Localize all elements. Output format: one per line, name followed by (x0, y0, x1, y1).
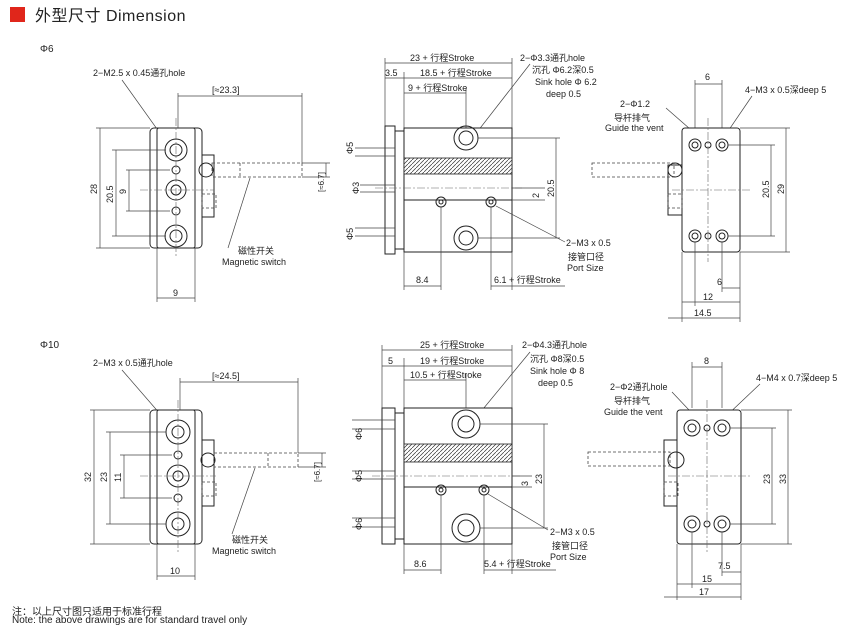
d10-side-h23: 23 (534, 474, 544, 484)
d6-side-port-en: Port Size (567, 263, 604, 273)
d6-front-length: [≈23.3] (212, 85, 239, 95)
d6-side-hole1: 2−Φ3.3通孔hole (520, 53, 585, 63)
d6-rear-view: 6 2−Φ1.2 导杆排气 Guide the vent 4−M3 x 0.5深… (591, 72, 826, 322)
d10-front-r6-7: [≈6.7] (313, 462, 322, 482)
d6-side-p5b: Φ5 (345, 228, 355, 240)
section-header: 外型尺寸 Dimension (10, 3, 186, 25)
d6-side-b8-4: 8.4 (416, 275, 429, 285)
d10-mag-en: Magnetic switch (212, 546, 276, 556)
d10-side-view: 25 + 行程Stroke 5 19 + 行程Stroke 10.5 + 行程S… (352, 339, 595, 574)
d6-front-view: Φ6 2−M2.5 x 0.45通孔hole [≈23.3] 28 20.5 (40, 44, 330, 302)
d6-side-mid: 18.5 + 行程Stroke (420, 67, 492, 78)
d6-side-total: 23 + 行程Stroke (410, 52, 474, 63)
d10-rear-vent-cn: 导杆排气 (614, 395, 650, 406)
d10-rear-tap: 4−M4 x 0.7深deep 5 (756, 373, 837, 383)
d6-side-a3-5: 3.5 (385, 68, 398, 78)
d10-hole-label: 2−M3 x 0.5通孔hole (93, 358, 173, 368)
d6-side-h2: 2 (531, 193, 541, 198)
d6-side-p3: Φ3 (351, 182, 361, 194)
d6-side-port: 2−M3 x 0.5 (566, 238, 611, 248)
d6-front-h9: 9 (118, 189, 128, 194)
d6-rear-tap: 4−M3 x 0.5深deep 5 (745, 85, 826, 95)
d6-rear-vent-cn: 导杆排气 (614, 112, 650, 123)
d10-rear-vent-en: Guide the vent (604, 407, 663, 417)
d10-rear-h33: 33 (778, 474, 788, 484)
d10-side-p6a: Φ6 (354, 428, 364, 440)
d10-side-b5-4: 5.4 + 行程Stroke (484, 558, 551, 569)
d6-rear-b14-5: 14.5 (694, 308, 712, 318)
d10-side-hole2: 沉孔 Φ8深0.5 (530, 354, 584, 364)
d10-front-length: [≈24.5] (212, 371, 239, 381)
d6-side-b6-1: 6.1 + 行程Stroke (494, 274, 561, 285)
d6-front-h20-5: 20.5 (105, 185, 115, 203)
d6-side-inner: 9 + 行程Stroke (408, 82, 467, 93)
note-en: Note: the above drawings are for standar… (12, 615, 248, 626)
d6-side-view: 23 + 行程Stroke 3.5 18.5 + 行程Stroke 9 + 行程… (345, 52, 611, 290)
d10-side-b8-6: 8.6 (414, 559, 427, 569)
note-cn: 注：以上尺寸图只适用于标准行程 (12, 607, 162, 618)
d6-side-port-cn: 接管口径 (568, 251, 604, 262)
d6-rear-vent: 2−Φ1.2 (620, 99, 650, 109)
d6-rear-vent-en: Guide the vent (605, 123, 664, 133)
d10-mag-cn: 磁性开关 (232, 534, 268, 545)
section-title: 外型尺寸 Dimension (35, 8, 187, 25)
d10-side-hole4: deep 0.5 (538, 378, 573, 388)
d6-side-end-plate (384, 125, 396, 255)
d6-rear-b6: 6 (717, 277, 722, 287)
d10-rear-b7-5: 7.5 (718, 561, 731, 571)
d6-rear-b12: 12 (703, 292, 713, 302)
d10-front-h23: 23 (99, 472, 109, 482)
d6-front-h28: 28 (89, 184, 99, 194)
d10-rear-b17: 17 (699, 587, 709, 597)
d6-rear-h29: 29 (776, 184, 786, 194)
header-accent-square (10, 6, 25, 22)
d6-side-hole3: Sink hole Φ 6.2 (535, 77, 597, 87)
d10-rear-b15: 15 (702, 574, 712, 584)
d10-front-h32: 32 (83, 472, 93, 482)
d6-front-w9: 9 (173, 288, 178, 298)
d10-front-w10: 10 (170, 566, 180, 576)
d6-rear-w6: 6 (705, 72, 710, 82)
d6-side-body (403, 127, 513, 253)
d10-bore-label: Φ10 (40, 340, 60, 351)
d10-rear-w8: 8 (704, 356, 709, 366)
d6-hole-label: 2−M2.5 x 0.45通孔hole (93, 68, 185, 78)
d10-side-hole1: 2−Φ4.3通孔hole (522, 340, 587, 350)
d10-side-total: 25 + 行程Stroke (420, 339, 484, 350)
d6-rear-h20-5: 20.5 (761, 180, 771, 198)
d6-side-h20-5: 20.5 (546, 179, 556, 197)
d6-bore-label: Φ6 (40, 44, 54, 55)
d10-side-port-cn: 接管口径 (552, 540, 588, 551)
d10-side-hole3: Sink hole Φ 8 (530, 366, 584, 376)
d6-side-hole2: 沉孔 Φ6.2深0.5 (532, 65, 594, 75)
d6-side-hole4: deep 0.5 (546, 89, 581, 99)
d6-front-r6-7: [≈6.7] (317, 172, 326, 192)
d10-side-port-en: Port Size (550, 552, 587, 562)
d10-side-a5: 5 (388, 356, 393, 366)
d10-side-p6b: Φ6 (354, 518, 364, 530)
d10-side-inner: 10.5 + 行程Stroke (410, 369, 482, 380)
d10-side-port: 2−M3 x 0.5 (550, 527, 595, 537)
d10-front-h11: 11 (113, 473, 123, 482)
d6-mag-en: Magnetic switch (222, 257, 286, 267)
d10-rear-vent: 2−Φ2通孔hole (610, 382, 667, 392)
d10-side-mid: 19 + 行程Stroke (420, 355, 484, 366)
d6-side-p5a: Φ5 (345, 142, 355, 154)
d10-side-p5: Φ5 (354, 470, 364, 482)
d6-front-tab (201, 154, 215, 218)
d6-mag-cn: 磁性开关 (238, 245, 274, 256)
d10-rear-view: 8 2−Φ2通孔hole 导杆排气 Guide the vent 4−M4 x … (587, 356, 837, 600)
d10-front-view: Φ10 2−M3 x 0.5通孔hole [≈24.5] 32 23 11 (40, 340, 326, 580)
d10-side-h3: 3 (520, 481, 530, 486)
d10-rear-h23: 23 (762, 474, 772, 484)
